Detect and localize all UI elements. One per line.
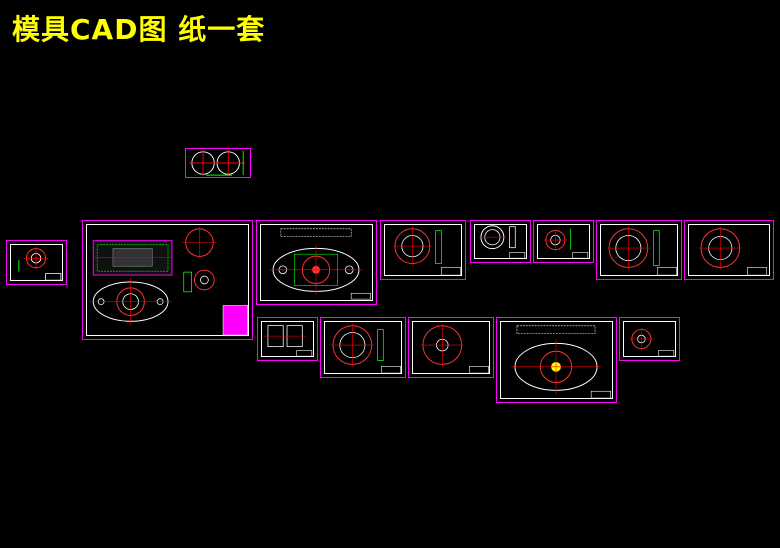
drawing-punch-plate[interactable]	[496, 317, 617, 403]
bolt-circle-drawing-icon	[421, 323, 490, 374]
flange-plate-drawing-icon	[511, 325, 612, 399]
bolt-circle-drawing-icon	[607, 226, 677, 276]
drawing-die-plate[interactable]	[256, 220, 377, 305]
ring-drawing-icon	[264, 325, 313, 357]
drawing-ring-part-1[interactable]	[380, 220, 466, 280]
drawing-left-small[interactable]	[6, 240, 67, 285]
drawing-small-part[interactable]	[619, 317, 680, 361]
bolt-circle-drawing-icon	[331, 323, 402, 374]
flange-plate-drawing-icon	[269, 228, 371, 300]
drawing-ring-part-2[interactable]	[470, 220, 531, 263]
drawing-assembly[interactable]	[82, 220, 253, 340]
drawing-ring-part-5[interactable]	[684, 220, 774, 280]
ring-drawing-icon	[479, 225, 526, 259]
drawing-double-circle[interactable]	[185, 148, 251, 178]
circle-drawing-icon	[18, 246, 62, 281]
drawing-ring-part-4[interactable]	[596, 220, 682, 280]
bolt-circle-drawing-icon	[699, 226, 767, 276]
drawing-ring-part-7[interactable]	[408, 317, 494, 378]
page-title: 模具CAD图 纸一套	[12, 13, 266, 46]
drawing-ring-part-3[interactable]	[533, 220, 594, 263]
bolt-circle-drawing-icon	[393, 226, 461, 276]
assembly-drawing-icon	[89, 226, 248, 336]
drawing-ring-part-6[interactable]	[320, 317, 406, 378]
small-circle-drawing-icon	[629, 327, 675, 357]
small-circle-drawing-icon	[543, 228, 589, 259]
double-circle-drawing-icon	[189, 149, 246, 177]
drawing-bushing[interactable]	[257, 317, 318, 361]
